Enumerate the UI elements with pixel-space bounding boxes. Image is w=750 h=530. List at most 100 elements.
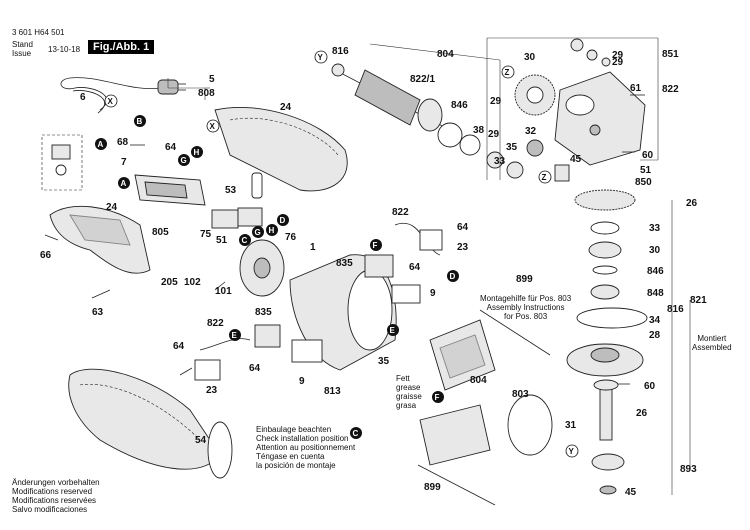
part-number: 846 bbox=[451, 100, 468, 111]
part-number: 893 bbox=[680, 464, 697, 475]
assembly-note-line: for Pos. 803 bbox=[504, 312, 548, 321]
assembly-help-note: Montagehilfe für Pos. 803 Assembly Instr… bbox=[480, 294, 571, 321]
part-number: 29 bbox=[612, 57, 624, 68]
bearing bbox=[506, 161, 524, 179]
marker-a: A bbox=[98, 140, 104, 149]
part-number: 822 bbox=[392, 207, 409, 218]
part-number: 808 bbox=[198, 88, 215, 99]
reference-markers: A B G H A D H G C F D E E F C X X Y Z Z … bbox=[95, 50, 579, 458]
fan-wheel bbox=[239, 239, 285, 297]
ball-bearing bbox=[590, 284, 620, 300]
marker-d: D bbox=[450, 272, 456, 281]
switch-connector-block bbox=[41, 134, 83, 191]
bearing-flange bbox=[566, 343, 644, 377]
marker-f: F bbox=[373, 241, 378, 250]
changes-note-line: Änderungen vorbehalten bbox=[12, 478, 100, 487]
part-number: 850 bbox=[635, 177, 652, 188]
part-number: 7 bbox=[121, 157, 127, 168]
part-number: 822 bbox=[662, 84, 679, 95]
field-coil-lower bbox=[419, 404, 491, 466]
mounted-note-line: Assembled bbox=[692, 343, 732, 352]
changes-note-line: Modifications reservées bbox=[12, 496, 97, 505]
marker-h: H bbox=[269, 226, 275, 235]
capacitor bbox=[251, 172, 263, 199]
installation-note-line: Attention au positionnement bbox=[256, 443, 356, 452]
part-number: 28 bbox=[649, 330, 661, 341]
part-number: 61 bbox=[630, 83, 642, 94]
brush-holders bbox=[211, 207, 263, 229]
part-number: 60 bbox=[644, 381, 656, 392]
air-guide-ring bbox=[507, 394, 553, 456]
part-number: 805 bbox=[152, 227, 169, 238]
grease-note-line: grease bbox=[396, 383, 421, 392]
part-number: 64 bbox=[249, 363, 261, 374]
assembly-tool bbox=[479, 309, 551, 356]
part-number: 51 bbox=[216, 235, 228, 246]
installation-note-line: Téngase en cuenta bbox=[256, 452, 325, 461]
part-number: 848 bbox=[647, 288, 664, 299]
bearing bbox=[437, 122, 463, 148]
part-number: 851 bbox=[662, 49, 679, 60]
part-number: 33 bbox=[649, 223, 661, 234]
marker-b: B bbox=[137, 117, 143, 126]
part-number: 846 bbox=[647, 266, 664, 277]
part-number: 66 bbox=[40, 250, 52, 261]
part-number: 38 bbox=[473, 125, 485, 136]
part-number: 64 bbox=[457, 222, 469, 233]
marker-e: E bbox=[232, 331, 238, 340]
part-number: 31 bbox=[565, 420, 577, 431]
stand-label: Stand bbox=[12, 40, 33, 49]
marker-y: Y bbox=[569, 447, 575, 456]
part-number: 29 bbox=[488, 129, 500, 140]
issue-label: Issue bbox=[12, 49, 32, 58]
switch-module bbox=[134, 174, 206, 206]
marker-h: H bbox=[194, 148, 200, 157]
mounted-note-line: Montiert bbox=[697, 334, 727, 343]
bearing bbox=[459, 134, 481, 156]
marker-d: D bbox=[280, 216, 286, 225]
assembly-tool bbox=[417, 464, 496, 506]
part-number: 29 bbox=[612, 50, 624, 61]
lead-wire bbox=[199, 338, 251, 351]
part-number: 804 bbox=[470, 375, 487, 386]
part-number: 835 bbox=[336, 258, 353, 269]
grease-note: Fett grease graisse grasa bbox=[396, 374, 422, 410]
part-number: 101 bbox=[215, 286, 232, 297]
clamping-nut bbox=[599, 485, 617, 495]
marker-x: X bbox=[210, 122, 216, 131]
armature bbox=[331, 63, 451, 132]
part-number: 30 bbox=[649, 245, 661, 256]
figure-label: Fig./Abb. 1 bbox=[88, 40, 155, 54]
part-number: 51 bbox=[640, 165, 652, 176]
part-number: 899 bbox=[424, 482, 441, 493]
part-number: 821 bbox=[690, 295, 707, 306]
marker-e: E bbox=[390, 326, 396, 335]
suppressor bbox=[194, 359, 221, 381]
housing-bottom-half bbox=[68, 368, 221, 470]
marker-x: X bbox=[108, 97, 114, 106]
assembly-note-line: Assembly Instructions bbox=[486, 303, 565, 312]
o-ring bbox=[576, 307, 648, 329]
gear-housing-component bbox=[586, 49, 598, 61]
part-number: 33 bbox=[494, 156, 506, 167]
marker-g: G bbox=[181, 156, 187, 165]
part-number: 813 bbox=[324, 386, 341, 397]
housing-end-ring bbox=[207, 421, 233, 479]
part-number: 102 bbox=[184, 277, 201, 288]
assembly-note-line: Montagehilfe für Pos. 803 bbox=[480, 294, 572, 303]
part-number: 24 bbox=[280, 102, 292, 113]
part-number: 23 bbox=[206, 385, 218, 396]
part-number: 45 bbox=[625, 487, 637, 498]
grease-note-line: grasa bbox=[396, 401, 417, 410]
crown-gear bbox=[574, 189, 636, 211]
circlip bbox=[592, 265, 618, 275]
part-number: 23 bbox=[457, 242, 469, 253]
part-number: 1 bbox=[310, 242, 316, 253]
part-number: 26 bbox=[686, 198, 698, 209]
pinion bbox=[526, 139, 544, 157]
housing-half-shell bbox=[214, 106, 348, 192]
part-number: 32 bbox=[525, 126, 537, 137]
gear-housing-component bbox=[570, 38, 584, 52]
changes-note-line: Modifications reserved bbox=[12, 487, 93, 496]
